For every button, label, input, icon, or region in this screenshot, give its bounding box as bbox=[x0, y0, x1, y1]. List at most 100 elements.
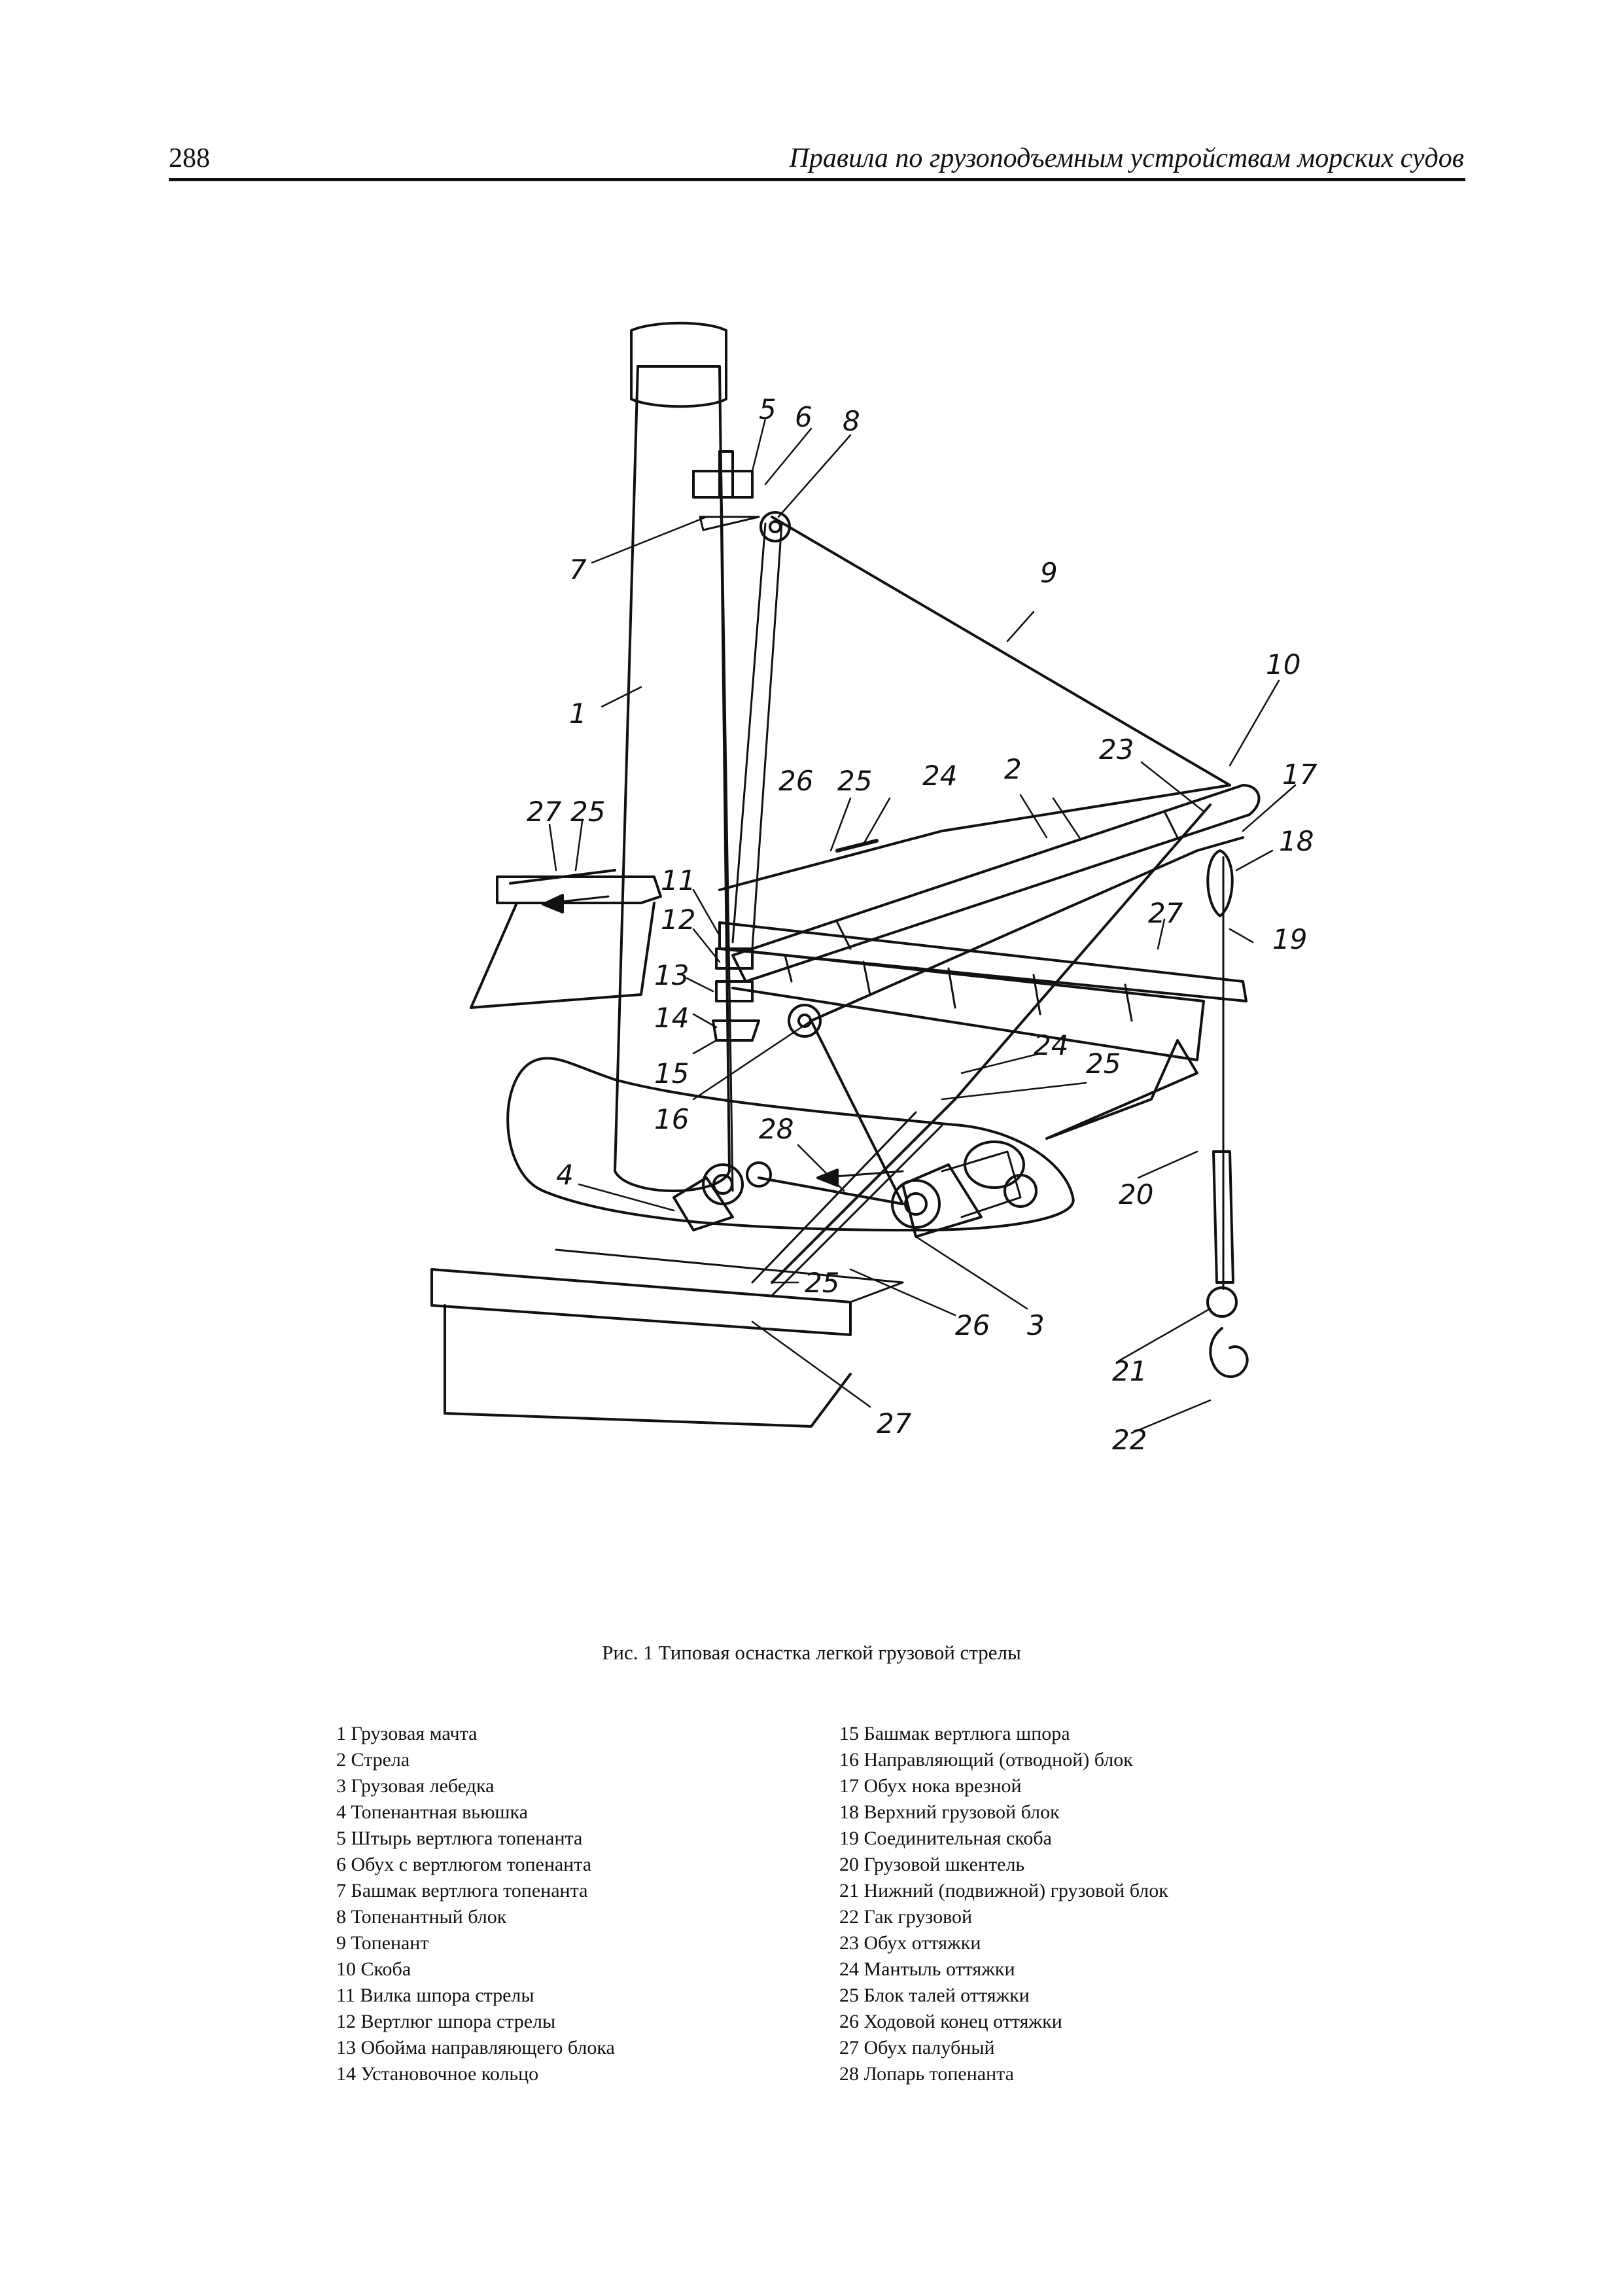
legend-item: 8 Топенантный блок bbox=[336, 1906, 507, 1928]
topping-winch bbox=[672, 1176, 734, 1231]
deck-plate-right bbox=[1045, 1039, 1198, 1140]
callout-5: 5 bbox=[759, 393, 777, 425]
legend-item: 17 Обух нока врезной bbox=[839, 1775, 1022, 1797]
heel-fittings bbox=[712, 947, 760, 1042]
callout-9: 9 bbox=[1040, 557, 1058, 589]
figure-caption: Рис. 1 Типовая оснастка легкой грузовой … bbox=[602, 1641, 1021, 1664]
legend-item: 16 Направляющий (отводной) блок bbox=[839, 1749, 1133, 1771]
callout-25-top: 25 bbox=[837, 765, 872, 797]
callout-2: 2 bbox=[1004, 753, 1022, 785]
callout-20: 20 bbox=[1119, 1178, 1153, 1210]
mast-cap bbox=[630, 321, 727, 408]
callout-25-left: 25 bbox=[570, 796, 605, 828]
deck-edge-left bbox=[496, 875, 662, 904]
legend-item: 18 Верхний грузовой блок bbox=[839, 1801, 1060, 1823]
cargo-fall bbox=[810, 836, 1244, 1205]
legend-item: 10 Скоба bbox=[336, 1958, 411, 1980]
header-rule bbox=[169, 178, 1465, 181]
callout-27-bottom: 27 bbox=[877, 1407, 912, 1439]
legend-item: 23 Обух оттяжки bbox=[839, 1932, 981, 1954]
legend-item: 3 Грузовая лебедка bbox=[336, 1775, 495, 1797]
legend-item: 9 Топенант bbox=[336, 1932, 429, 1954]
callout-21: 21 bbox=[1112, 1355, 1147, 1387]
legend-item: 26 Ходовой конец оттяжки bbox=[839, 2011, 1062, 2032]
legend-item: 21 Нижний (подвижной) грузовой блок bbox=[839, 1880, 1168, 1901]
callout-17: 17 bbox=[1282, 758, 1318, 790]
guy-front-tackle bbox=[751, 1111, 943, 1297]
deck-outline bbox=[506, 1057, 1075, 1231]
guy-front bbox=[771, 804, 1212, 1284]
legend-item: 11 Вилка шпора стрелы bbox=[336, 1985, 534, 2006]
callout-28: 28 bbox=[759, 1113, 794, 1145]
topping-lift-lead bbox=[758, 1176, 904, 1205]
callout-11: 11 bbox=[661, 864, 695, 896]
callout-19: 19 bbox=[1272, 923, 1307, 955]
hatch-coaming bbox=[430, 1268, 852, 1336]
callout-12: 12 bbox=[661, 904, 695, 936]
guy-rear bbox=[718, 784, 1231, 891]
legend-item: 27 Обух палубный bbox=[839, 2037, 995, 2058]
running-title: Правила по грузоподъемным устройствам мо… bbox=[789, 143, 1464, 173]
callout-13: 13 bbox=[654, 959, 689, 991]
legend-item: 12 Вертлюг шпора стрелы bbox=[336, 2011, 556, 2032]
legend-item: 4 Топенантная вьюшка bbox=[336, 1801, 528, 1823]
upper-cargo-block bbox=[1206, 849, 1234, 917]
callout-18: 18 bbox=[1279, 825, 1314, 857]
callout-15: 15 bbox=[654, 1057, 689, 1089]
topping-lift-fall bbox=[731, 522, 783, 950]
legend-item: 24 Мантыль оттяжки bbox=[839, 1958, 1015, 1980]
topping-lift bbox=[771, 516, 1231, 786]
page-number: 288 bbox=[169, 143, 210, 173]
callout-4: 4 bbox=[556, 1159, 574, 1191]
legend-item: 7 Башмак вертлюга топенанта bbox=[336, 1880, 588, 1901]
legend-item: 28 Лопарь топенанта bbox=[839, 2063, 1014, 2085]
topping-swivel bbox=[692, 450, 754, 499]
cargo-winch bbox=[901, 1163, 983, 1238]
topping-block bbox=[759, 511, 791, 542]
callout-24-top: 24 bbox=[922, 760, 957, 792]
legend-item: 13 Обойма направляющего блока bbox=[336, 2037, 615, 2058]
callout-14: 14 bbox=[654, 1002, 689, 1034]
callout-8: 8 bbox=[843, 405, 860, 437]
legend-item: 25 Блок талей оттяжки bbox=[839, 1985, 1030, 2006]
page-header: 288 Правила по грузоподъемным устройства… bbox=[169, 143, 1464, 182]
legend-item: 6 Обух с вертлюгом топенанта bbox=[336, 1854, 592, 1875]
callout-25-mid: 25 bbox=[1086, 1048, 1121, 1080]
cargo-hook bbox=[1209, 1327, 1249, 1378]
legend-left-column: 1 Грузовая мачта 2 Стрела 3 Грузовая леб… bbox=[336, 1721, 615, 2087]
callout-1: 1 bbox=[569, 698, 587, 730]
boom bbox=[731, 784, 1261, 983]
callout-24-mid: 24 bbox=[1034, 1029, 1068, 1061]
legend-item: 14 Установочное кольцо bbox=[336, 2063, 539, 2085]
callout-27-left: 27 bbox=[527, 796, 562, 828]
callout-25-bottom: 25 bbox=[805, 1267, 839, 1299]
callout-labels: 5 6 8 7 9 10 1 17 23 2 24 26 25 27 25 18… bbox=[527, 393, 1318, 1456]
callout-27-mid: 27 bbox=[1148, 897, 1183, 929]
legend-item: 22 Гак грузовой bbox=[839, 1906, 973, 1928]
callout-26-bottom: 26 bbox=[955, 1309, 990, 1341]
callout-22: 22 bbox=[1112, 1424, 1147, 1456]
legend-item: 20 Грузовой шкентель bbox=[839, 1854, 1025, 1875]
callout-6: 6 bbox=[795, 401, 812, 433]
legend-item: 5 Штырь вертлюга топенанта bbox=[336, 1828, 583, 1849]
callout-7: 7 bbox=[569, 554, 587, 586]
legend-item: 1 Грузовая мачта bbox=[336, 1723, 478, 1744]
deck-girder-lower bbox=[725, 947, 1205, 1061]
cargo-boom-figure: 5 6 8 7 9 10 1 17 23 2 24 26 25 27 25 18… bbox=[430, 321, 1318, 1456]
callout-26-top: 26 bbox=[778, 765, 813, 797]
mast bbox=[614, 365, 731, 1192]
guide-block bbox=[788, 1004, 822, 1038]
lower-cargo-block bbox=[1206, 1286, 1238, 1318]
deck-girder bbox=[718, 921, 1248, 1002]
legend-right-column: 15 Башмак вертлюга шпора 16 Направляющий… bbox=[839, 1721, 1168, 2087]
deck-plate-left bbox=[470, 902, 655, 1009]
guy-rear-left bbox=[509, 869, 616, 885]
callout-23: 23 bbox=[1099, 733, 1134, 766]
legend-item: 19 Соединительная скоба bbox=[839, 1828, 1052, 1849]
cargo-boom-drawing: 5 6 8 7 9 10 1 17 23 2 24 26 25 27 25 18… bbox=[430, 321, 1318, 1456]
callout-3: 3 bbox=[1027, 1309, 1045, 1341]
callout-16: 16 bbox=[654, 1103, 689, 1135]
legend-item: 2 Стрела bbox=[336, 1749, 410, 1771]
legend-item: 15 Башмак вертлюга шпора bbox=[839, 1723, 1070, 1744]
callout-10: 10 bbox=[1266, 648, 1300, 680]
